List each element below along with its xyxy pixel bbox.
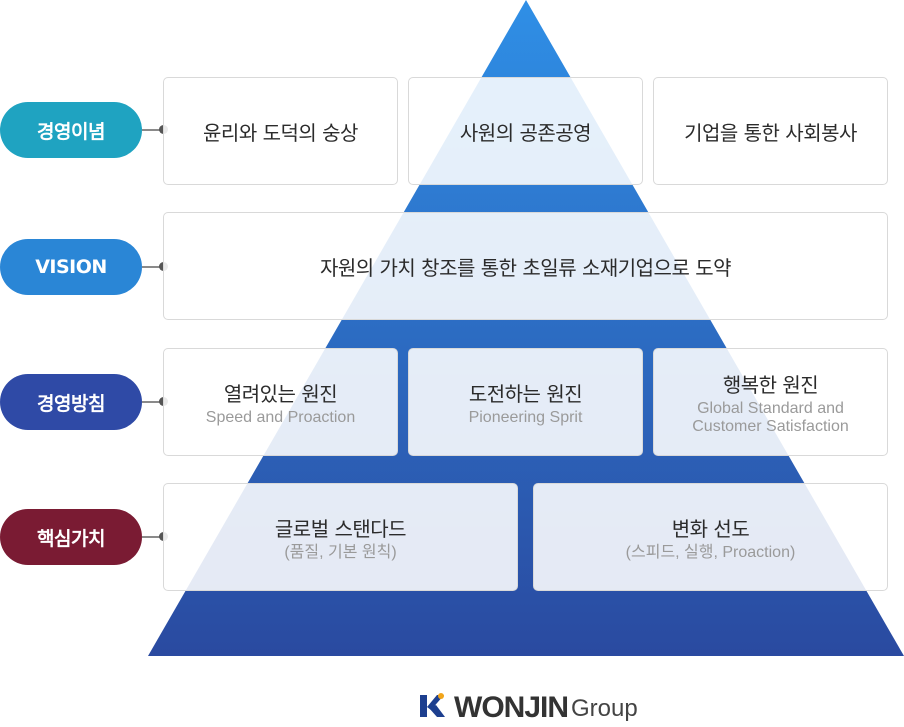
policy-title-2: 도전하는 원진 [468,381,583,406]
connector-line [142,401,164,403]
philosophy-box-3: 기업을 통한 사회봉사 [653,77,888,185]
values-box-2: 변화 선도 (스피드, 실행, Proaction) [533,483,888,591]
policy-box-1: 열려있는 원진 Speed and Proaction [163,348,398,456]
connector-line [142,536,164,538]
values-sub-2: (스피드, 실행, Proaction) [625,543,796,561]
philosophy-box-2: 사원의 공존공영 [408,77,643,185]
policy-sub-2: Pioneering Sprit [468,408,583,426]
policy-box-2: 도전하는 원진 Pioneering Sprit [408,348,643,456]
label-pill-vision: VISION [0,239,142,295]
logo-suffix: Group [571,695,638,722]
label-pill-policy: 경영방침 [0,374,142,430]
policy-title-1: 열려있는 원진 [223,381,338,406]
values-title-2: 변화 선도 [671,516,750,541]
connector-line [142,266,164,268]
values-title-1: 글로벌 스탠다드 [274,516,407,541]
philosophy-title-3: 기업을 통한 사회봉사 [684,120,857,145]
policy-title-3: 행복한 원진 [722,372,819,397]
vision-box: 자원의 가치 창조를 통한 초일류 소재기업으로 도약 [163,212,888,320]
philosophy-title-1: 윤리와 도덕의 숭상 [203,120,358,145]
label-pill-philosophy: 경영이념 [0,102,142,158]
values-sub-1: (품질, 기본 원칙) [284,543,397,561]
policy-sub-1: Speed and Proaction [205,408,356,426]
label-pill-values: 핵심가치 [0,509,142,565]
vision-title: 자원의 가치 창조를 통한 초일류 소재기업으로 도약 [319,255,732,280]
logo-name: WONJIN [454,691,569,724]
connector-line [142,129,164,131]
policy-box-3: 행복한 원진 Global Standard and Customer Sati… [653,348,888,456]
wonjin-k-logo-icon [420,693,445,717]
wonjin-logo: WONJIN Group [418,684,638,724]
policy-sub-3: Global Standard and Customer Satisfactio… [692,399,849,435]
values-box-1: 글로벌 스탠다드 (품질, 기본 원칙) [163,483,518,591]
philosophy-box-1: 윤리와 도덕의 숭상 [163,77,398,185]
philosophy-title-2: 사원의 공존공영 [459,120,592,145]
